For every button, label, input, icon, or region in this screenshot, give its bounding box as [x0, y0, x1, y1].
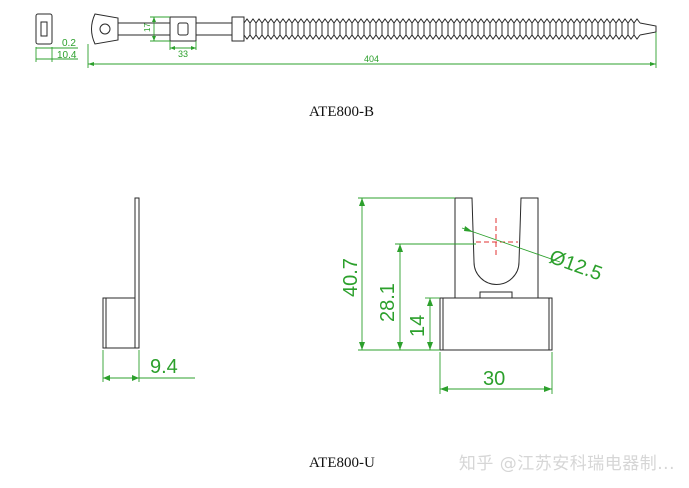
- tie-end-view: [35, 13, 53, 45]
- tie-collar: [231, 16, 245, 42]
- caption-ate800-u: ATE800-U: [309, 455, 375, 471]
- dim-label-30: 30: [483, 368, 505, 390]
- dim-label-28-1: 28.1: [377, 283, 399, 322]
- caption-ate800-b: ATE800-B: [309, 104, 374, 120]
- dimension-lines: [35, 16, 657, 394]
- tie-serrations: [243, 18, 641, 40]
- dimension-arrows: [88, 17, 656, 392]
- dim-label-17: 17: [143, 23, 152, 32]
- arrow-side-right: [132, 375, 139, 381]
- arrow-diameter: [464, 226, 473, 232]
- arrow-mid-top: [397, 244, 403, 252]
- bracket-front-tab: [479, 291, 513, 299]
- dim-label-33: 33: [178, 49, 188, 59]
- bracket-side-plate: [134, 197, 140, 349]
- bracket-front-base: [439, 297, 553, 351]
- watermark: 知乎 @江苏安科瑞电器制...: [458, 454, 675, 474]
- bracket-side-base: [102, 297, 136, 349]
- tie-head: [91, 13, 119, 45]
- arrow-width-left: [440, 386, 448, 392]
- geometry: [35, 13, 657, 351]
- dim-label-40-7: 40.7: [340, 258, 362, 297]
- tie-tail: [639, 22, 657, 36]
- tie-mount-window: [177, 22, 189, 36]
- arrow-17-top: [152, 17, 156, 22]
- arrow-33-right: [191, 46, 196, 50]
- dim-leader-diameter: [461, 227, 561, 263]
- dim-label-diameter: Ø12.5: [546, 246, 605, 285]
- tie-end-slot: [40, 21, 48, 37]
- arrow-base-bottom: [427, 342, 433, 350]
- tie-hole: [99, 23, 111, 35]
- arrow-side-left: [103, 375, 110, 381]
- dim-label-404: 404: [364, 54, 379, 64]
- tie-mount-block: [169, 16, 197, 42]
- dim-label-10-4: 10.4: [57, 50, 77, 61]
- dim-label-14: 14: [407, 315, 429, 337]
- arrow-404-right: [650, 62, 656, 66]
- arrow-mid-bottom: [397, 342, 403, 350]
- dim-label-9-4: 9.4: [150, 356, 178, 378]
- arrow-base-top: [427, 298, 433, 306]
- arrow-total-bottom: [359, 342, 365, 350]
- bracket-front-fork: [454, 197, 539, 298]
- arrow-33-left: [170, 46, 175, 50]
- center-mark: [476, 218, 518, 256]
- arrow-total-top: [359, 198, 365, 206]
- arrow-17-bottom: [152, 36, 156, 41]
- arrow-width-right: [544, 386, 552, 392]
- arrow-404-left: [88, 62, 94, 66]
- dim-label-0-2: 0.2: [62, 38, 76, 49]
